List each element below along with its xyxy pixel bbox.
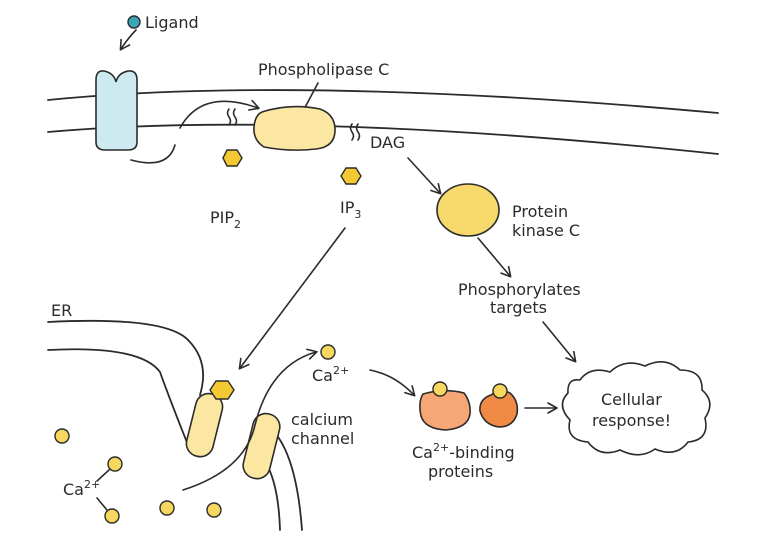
calcium-channel-left-subunit [185, 392, 224, 458]
pip2-lipid-tails-icon [226, 108, 238, 126]
er-membrane-outer [47, 319, 204, 396]
pkc-label-line2: kinase C [512, 221, 580, 240]
binding-proteins-label-line2: proteins [428, 462, 493, 481]
protein-kinase-c [436, 183, 500, 237]
ligand-label: Ligand [145, 13, 199, 32]
ca-label-pointer-up [96, 469, 110, 482]
cellular-response-cloud [561, 361, 711, 456]
calcium-ion-bound [432, 381, 448, 397]
er-label: ER [51, 301, 72, 320]
receptor-activation-arrow [130, 144, 176, 164]
dag-to-pkc-arrow [407, 157, 442, 195]
calcium-ion-released [320, 344, 336, 360]
ligand-icon [127, 15, 141, 29]
ca-left-label: Ca2+ [63, 478, 100, 499]
calcium-ion [104, 508, 120, 524]
calcium-release-arrow [182, 348, 318, 491]
dag-lipid-tails-icon [349, 123, 361, 141]
ip3-headgroup-icon [340, 167, 362, 185]
ip3-bound-icon [209, 380, 235, 400]
ca-label-pointer-down [96, 497, 108, 511]
pkc-to-phosphorylates-arrow [477, 237, 512, 278]
calcium-ion-bound [492, 383, 508, 399]
receptor-icon [95, 70, 138, 151]
calcium-binding-protein-dark [479, 390, 519, 428]
calcium-binding-protein-light [419, 389, 471, 431]
ca-top-label: Ca2+ [312, 364, 349, 385]
cellular-response-label-line2: response! [592, 411, 671, 430]
calcium-channel-label-line1: calcium [291, 410, 353, 429]
calcium-channel-label-line2: channel [291, 429, 354, 448]
binding-proteins-label-line1: Ca2+-binding [412, 441, 515, 462]
pip2-headgroup-icon [222, 149, 243, 167]
ip3-to-channel-arrow [238, 227, 346, 370]
phosphorylates-label-line1: Phosphorylates [458, 280, 581, 299]
calcium-ion [159, 500, 175, 516]
calcium-to-binding-arrow [369, 369, 416, 397]
phospholipase-c-label: Phospholipase C [258, 60, 389, 79]
phosphorylates-label-line2: targets [490, 298, 547, 317]
phosphorylates-to-response-arrow [542, 321, 577, 363]
receptor-to-plc-arrow [179, 99, 260, 129]
ip3-label: IP3 [340, 198, 361, 221]
phospholipase-c-enzyme [253, 105, 336, 151]
cellular-response-label-line1: Cellular [601, 390, 662, 409]
plasma-membrane-outer [47, 89, 719, 114]
ligand-arrow [119, 29, 137, 51]
dag-label: DAG [370, 133, 405, 152]
calcium-ion [206, 502, 222, 518]
calcium-ion [54, 428, 70, 444]
er-membrane-inner [47, 348, 191, 451]
pip2-label: PIP2 [210, 208, 241, 231]
pkc-label-line1: Protein [512, 202, 568, 221]
calcium-ion [107, 456, 123, 472]
